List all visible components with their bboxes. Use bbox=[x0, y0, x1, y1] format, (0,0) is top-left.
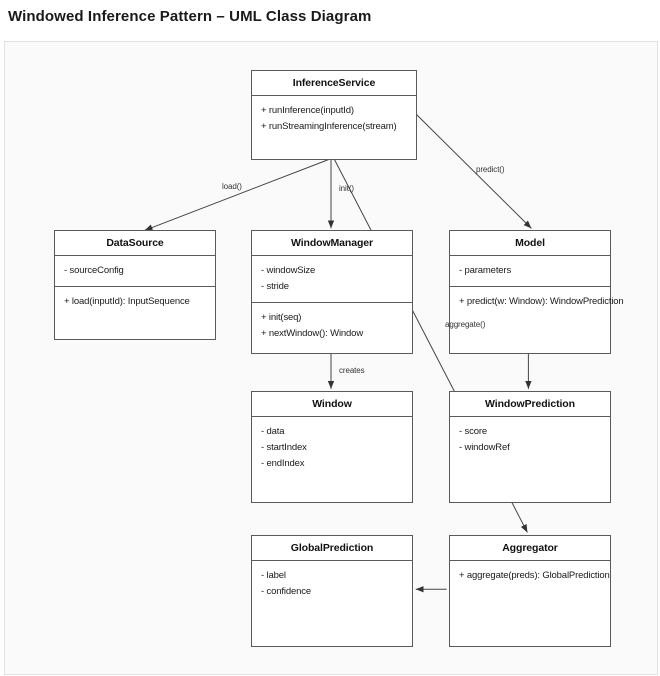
class-name: DataSource bbox=[55, 231, 215, 256]
attributes-compartment: - label - confidence bbox=[252, 561, 412, 607]
class-name: WindowManager bbox=[252, 231, 412, 256]
uml-class-windowprediction[interactable]: WindowPrediction - score - windowRef bbox=[449, 391, 611, 503]
class-method: + runInference(inputId) bbox=[261, 105, 354, 116]
class-name: Model bbox=[450, 231, 610, 256]
class-method: + runStreamingInference(stream) bbox=[261, 121, 397, 132]
class-name: GlobalPrediction bbox=[252, 536, 412, 561]
class-method: + init(seq) bbox=[261, 312, 302, 323]
class-method: + load(inputId): InputSequence bbox=[64, 296, 190, 307]
class-attribute: - endIndex bbox=[261, 458, 305, 469]
methods-compartment: + load(inputId): InputSequence bbox=[55, 287, 215, 317]
class-attribute: - windowSize bbox=[261, 265, 316, 276]
edge-predict bbox=[415, 113, 532, 229]
uml-class-windowmanager[interactable]: WindowManager - windowSize - stride + in… bbox=[251, 230, 413, 354]
attributes-compartment: - parameters bbox=[450, 256, 610, 287]
diagram-canvas: load() init() predict() aggregate() crea… bbox=[4, 41, 658, 675]
attributes-compartment: - sourceConfig bbox=[55, 256, 215, 287]
page-title: Windowed Inference Pattern – UML Class D… bbox=[8, 8, 372, 25]
class-attribute: - label bbox=[261, 570, 286, 581]
class-method: + nextWindow(): Window bbox=[261, 328, 364, 339]
class-attribute: - confidence bbox=[261, 586, 311, 597]
uml-class-model[interactable]: Model - parameters + predict(w: Window):… bbox=[449, 230, 624, 354]
edge-label-aggregate: aggregate() bbox=[445, 320, 486, 329]
edge-label-creates: creates bbox=[339, 366, 365, 375]
attributes-compartment: - data - startIndex - endIndex bbox=[252, 417, 412, 479]
edge-load bbox=[144, 158, 332, 231]
class-name: WindowPrediction bbox=[450, 392, 610, 417]
edge-label-load: load() bbox=[222, 182, 242, 191]
class-attribute: - sourceConfig bbox=[64, 265, 124, 276]
methods-compartment: + init(seq) + nextWindow(): Window bbox=[252, 303, 412, 349]
class-attribute: - parameters bbox=[459, 265, 512, 276]
attributes-compartment: - score - windowRef bbox=[450, 417, 610, 463]
edge-label-predict: predict() bbox=[476, 165, 505, 174]
uml-class-window[interactable]: Window - data - startIndex - endIndex bbox=[251, 391, 413, 503]
class-name: InferenceService bbox=[252, 71, 416, 96]
class-attribute: - score bbox=[459, 426, 487, 437]
attributes-compartment: - windowSize - stride bbox=[252, 256, 412, 303]
class-attribute: - stride bbox=[261, 281, 289, 292]
methods-compartment: + runInference(inputId) + runStreamingIn… bbox=[252, 96, 416, 142]
uml-class-globalprediction[interactable]: GlobalPrediction - label - confidence bbox=[251, 535, 413, 647]
class-method: + predict(w: Window): WindowPrediction bbox=[459, 296, 624, 307]
class-attribute: - data bbox=[261, 426, 285, 437]
class-method: + aggregate(preds): GlobalPrediction bbox=[459, 570, 610, 581]
uml-class-inferenceservice[interactable]: InferenceService + runInference(inputId)… bbox=[251, 70, 417, 160]
class-attribute: - windowRef bbox=[459, 442, 510, 453]
edge-label-init: init() bbox=[339, 184, 354, 193]
methods-compartment: + aggregate(preds): GlobalPrediction bbox=[450, 561, 610, 591]
uml-class-aggregator[interactable]: Aggregator + aggregate(preds): GlobalPre… bbox=[449, 535, 611, 647]
class-name: Aggregator bbox=[450, 536, 610, 561]
class-attribute: - startIndex bbox=[261, 442, 307, 453]
class-name: Window bbox=[252, 392, 412, 417]
methods-compartment: + predict(w: Window): WindowPrediction bbox=[450, 287, 624, 317]
uml-class-datasource[interactable]: DataSource - sourceConfig + load(inputId… bbox=[54, 230, 216, 340]
